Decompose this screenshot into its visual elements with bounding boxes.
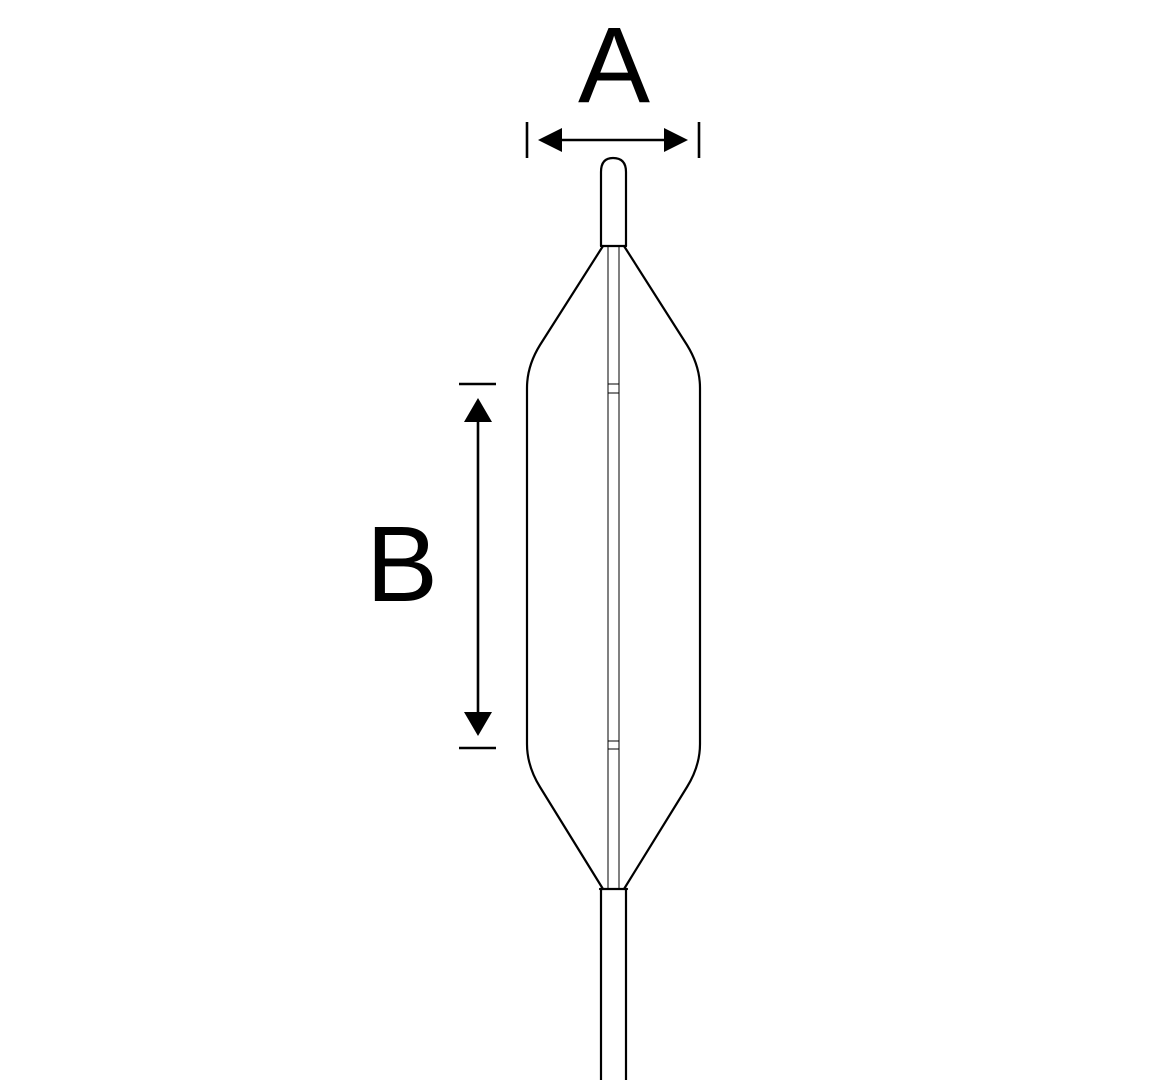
dimension-a: A	[525, 4, 701, 158]
marker-band-top	[608, 383, 619, 394]
dimension-a-arrow-right	[664, 128, 688, 152]
catheter-tip	[599, 156, 628, 248]
dimension-b-arrow-bottom	[464, 712, 492, 736]
dimension-a-arrow-left	[538, 128, 562, 152]
dimension-b-arrow-top	[464, 398, 492, 422]
dimension-b: B	[366, 382, 496, 750]
catheter	[525, 156, 702, 1080]
label-a: A	[578, 4, 650, 125]
marker-band-bottom	[608, 740, 619, 750]
label-b: B	[366, 503, 438, 624]
balloon-outline	[525, 244, 702, 891]
